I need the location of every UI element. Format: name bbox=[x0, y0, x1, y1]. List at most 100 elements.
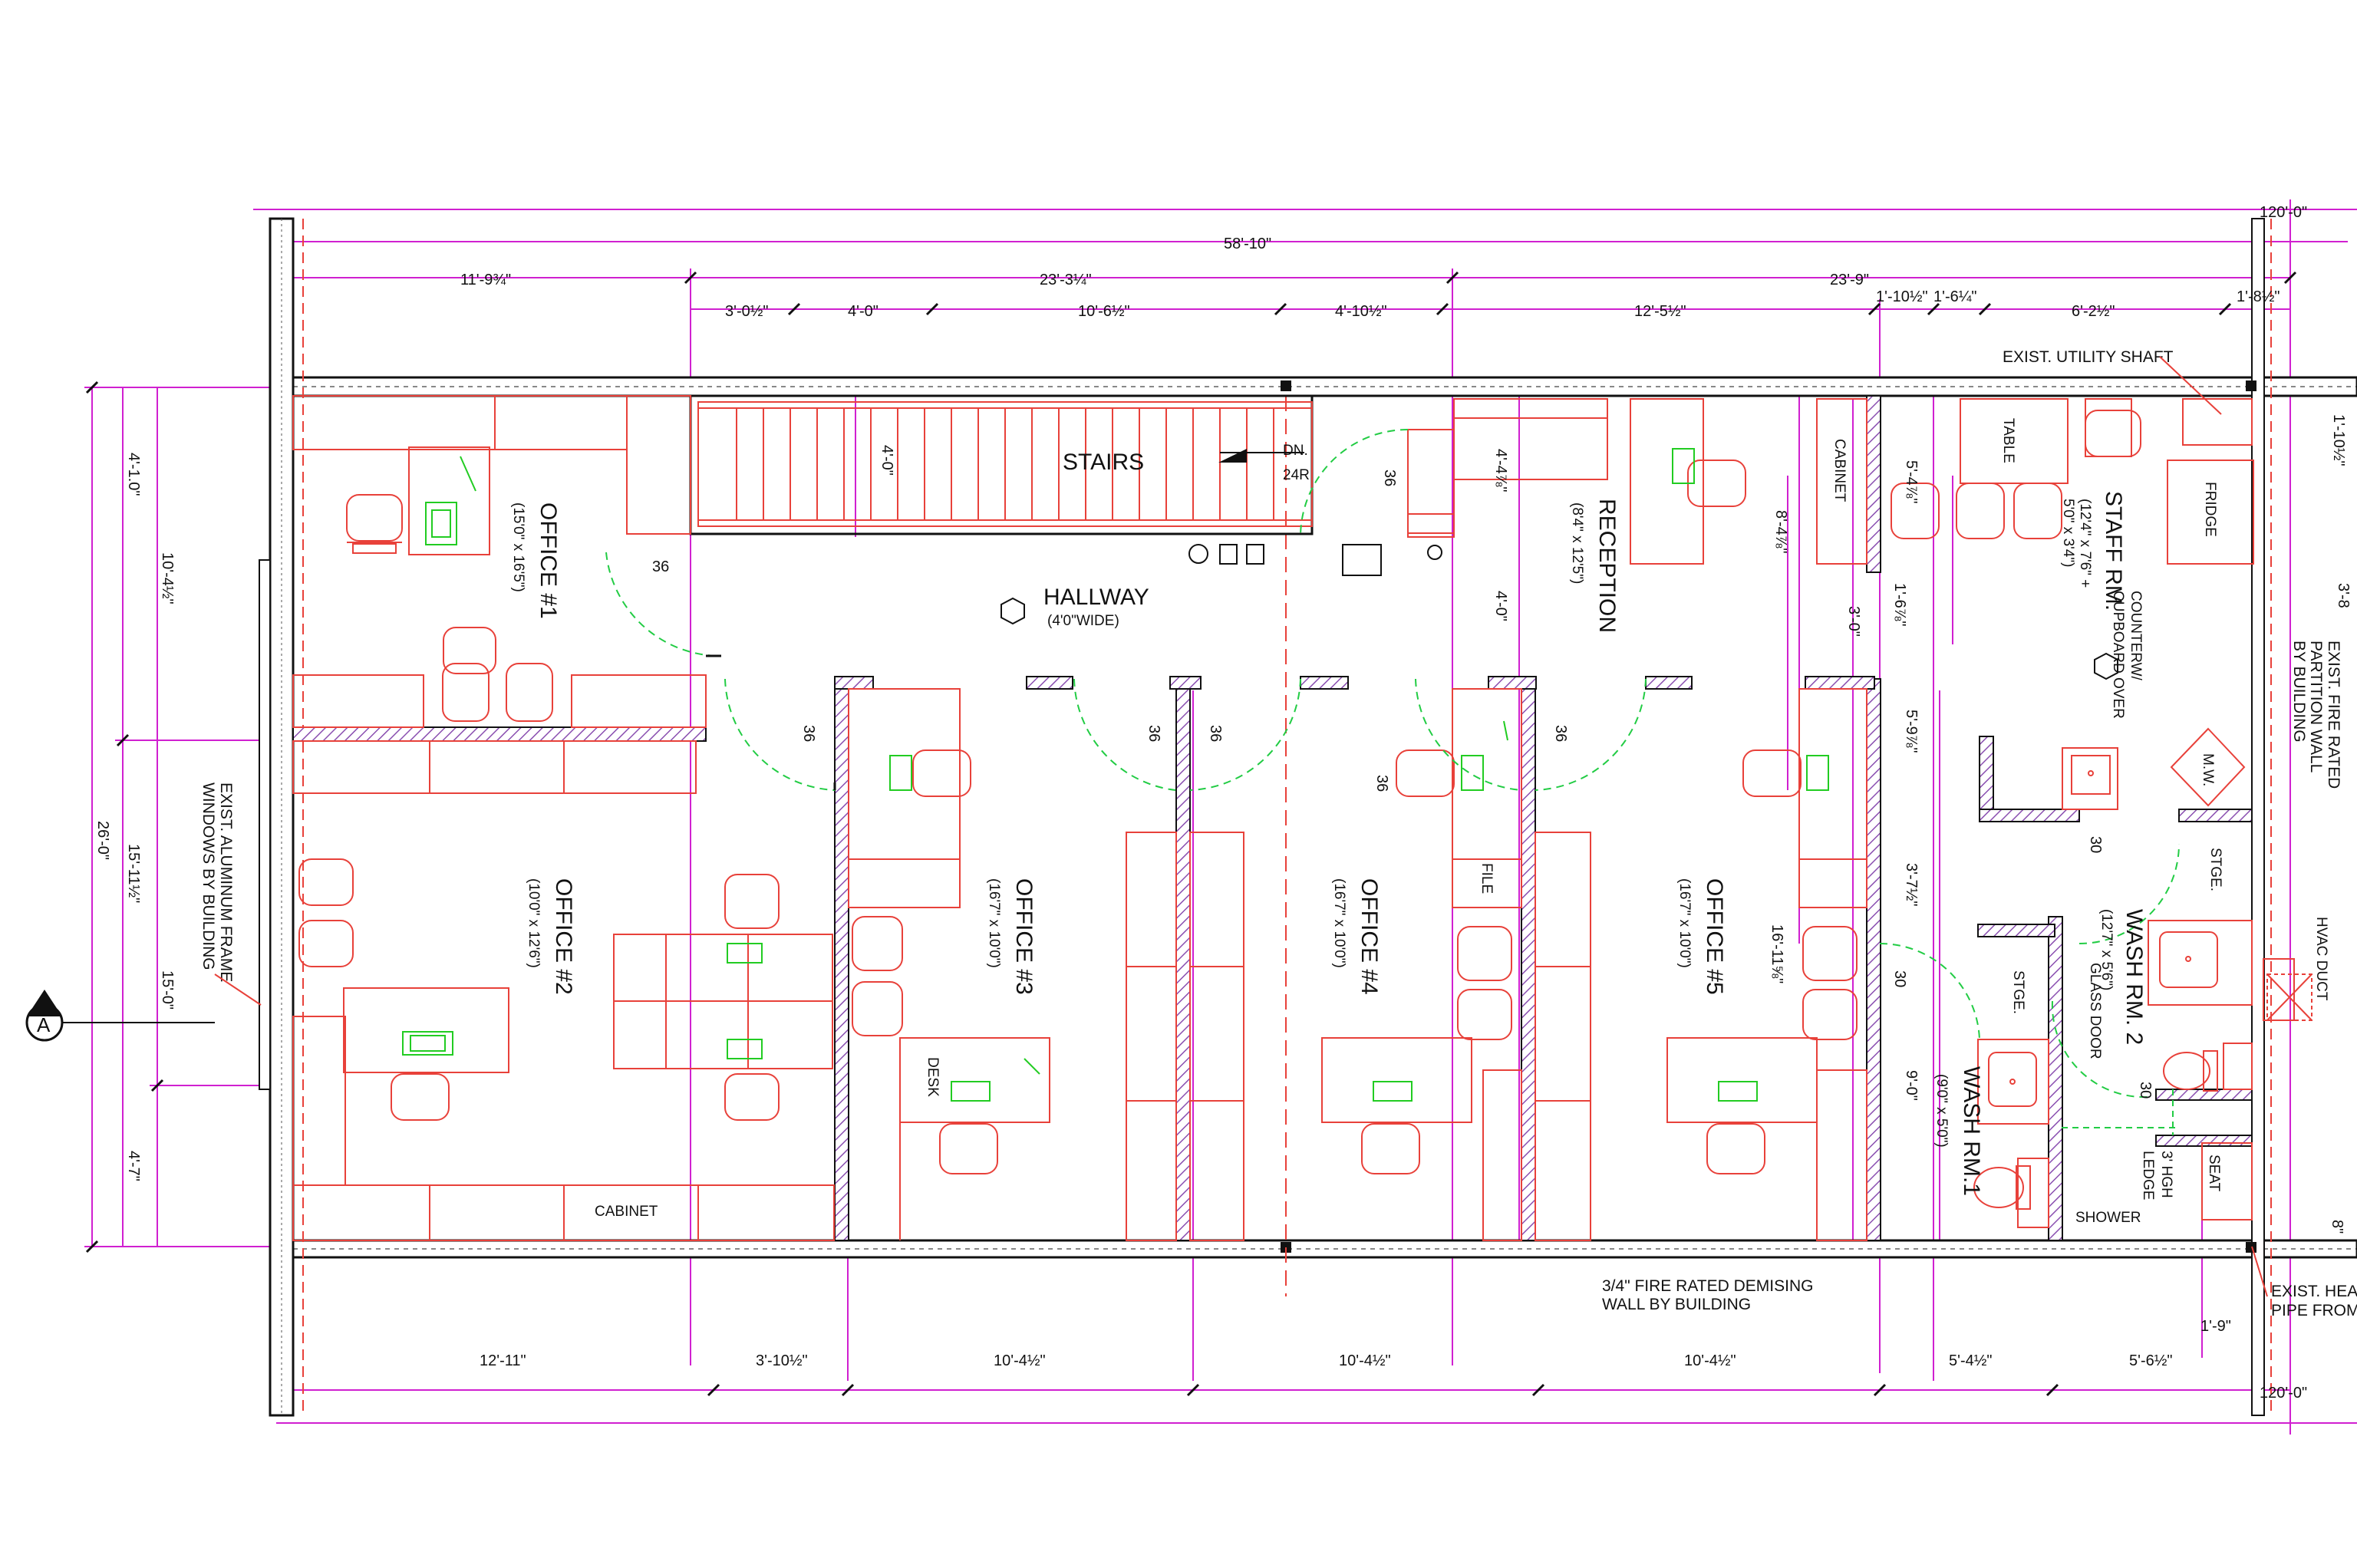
dim-int-0: 4'-0" bbox=[879, 445, 895, 476]
dim-bottom-0: 12'-11" bbox=[480, 1352, 526, 1369]
label-file: FILE bbox=[1478, 863, 1495, 894]
section-marker bbox=[25, 990, 215, 1042]
chair bbox=[346, 494, 403, 554]
dim-overall-right-bottom: 120'-0" bbox=[2260, 1385, 2307, 1402]
label-fridge: FRIDGE bbox=[2202, 482, 2218, 537]
hallway-symbols bbox=[1000, 544, 2118, 680]
dim-int-2: 4'-0" bbox=[1492, 591, 1509, 621]
label-desk: DESK bbox=[925, 1057, 941, 1097]
note-fire-wall-1: EXIST. FIRE RATED bbox=[2325, 641, 2342, 789]
dim-top2-8: 1'-8½" bbox=[2237, 288, 2280, 305]
dim-top2-1: 4'-0" bbox=[848, 303, 879, 320]
door-size-1: 36 bbox=[800, 725, 817, 742]
dim-total-width: 58'-10" bbox=[1224, 236, 1271, 252]
dim-int-5: 1'-6⅞" bbox=[1891, 583, 1908, 627]
dim-left-outer: 26'-0" bbox=[94, 821, 111, 860]
door-swings bbox=[605, 429, 2180, 1099]
dim-left-mid-2: 4'-7" bbox=[125, 1151, 142, 1181]
note-heat-1: EXIST. HEA bbox=[2271, 1283, 2357, 1300]
staff-size: (12'4" x 7'6" + bbox=[2077, 499, 2093, 588]
note-windows-1: EXIST. ALUMINUM FRAME bbox=[217, 782, 235, 982]
furniture bbox=[292, 395, 2295, 1241]
office3-name: OFFICE #3 bbox=[1011, 878, 1037, 995]
label-ledge-2: LEDGE bbox=[2140, 1151, 2156, 1200]
dim-top2-6: 1'-6¼" bbox=[1933, 288, 1977, 305]
office3-size: (16'7" x 10'0") bbox=[986, 878, 1002, 968]
dim-int-11: 1'-10½" bbox=[2330, 414, 2347, 466]
label-shower: SHOWER bbox=[2075, 1210, 2141, 1226]
dim-int-9: 16'-11⅝" bbox=[1769, 924, 1785, 983]
chair bbox=[443, 627, 496, 674]
dim-int-6: 3'-0" bbox=[1845, 606, 1862, 637]
staff-name: STAFF RM. bbox=[2101, 491, 2126, 611]
hallway-name: HALLWAY bbox=[1043, 585, 1149, 610]
furniture-labels: CABINET CABINET TABLE FRIDGE DESK FILE M… bbox=[37, 418, 2329, 1226]
office1-name: OFFICE #1 bbox=[536, 502, 561, 619]
wash2-name: WASH RM. 2 bbox=[2121, 909, 2147, 1045]
dim-bottom-small: 1'-9" bbox=[2200, 1318, 2231, 1335]
dim-bottom-1: 3'-10½" bbox=[756, 1352, 808, 1369]
dim-int-13: 8" bbox=[2329, 1220, 2345, 1234]
dim-left-mid-1: 15'-11½" bbox=[125, 844, 142, 903]
dim-top1-2: 23'-9" bbox=[1830, 272, 1869, 288]
reception-name: RECEPTION bbox=[1594, 499, 1620, 633]
dim-top2-2: 10'-6½" bbox=[1078, 303, 1130, 320]
office4-name: OFFICE #4 bbox=[1357, 878, 1382, 995]
dim-left-inner-1: 15'-0" bbox=[159, 970, 176, 1010]
dim-int-8: 3'-7½" bbox=[1903, 863, 1920, 907]
dim-int-4: 5'-4⅞" bbox=[1903, 460, 1920, 504]
chairs bbox=[298, 410, 2141, 1174]
dim-int-7: 5'-9⅞" bbox=[1903, 710, 1920, 753]
wash1-size: (9'0" x 5'0") bbox=[1933, 1074, 1950, 1148]
dim-bottom-3: 10'-4½" bbox=[1339, 1352, 1391, 1369]
note-demising-2: WALL BY BUILDING bbox=[1602, 1296, 1751, 1313]
door-leaves bbox=[706, 654, 836, 790]
staff-size-2: 5'0" x 3'4") bbox=[2060, 499, 2076, 567]
dim-top2-0: 3'-0½" bbox=[725, 303, 769, 320]
room-labels: OFFICE #1 (15'0" x 16'5") OFFICE #2 (10'… bbox=[510, 443, 2147, 1196]
note-fire-wall-2: PARTITION WALL bbox=[2307, 641, 2325, 772]
dimension-ticks bbox=[85, 235, 2297, 1397]
dim-top2-5: 1'-10½" bbox=[1876, 288, 1928, 305]
note-windows-2: WINDOWS BY BUILDING bbox=[199, 782, 217, 970]
dim-top1-0: 11'-9¾" bbox=[460, 272, 511, 288]
door-size-5: 36 bbox=[1381, 469, 1398, 486]
dim-int-3: 8'-4⅞" bbox=[1772, 510, 1789, 554]
dim-int-12: 3'-8 bbox=[2335, 583, 2352, 608]
dim-bottom-6: 5'-6½" bbox=[2129, 1352, 2173, 1369]
label-hvac: HVAC DUCT bbox=[2313, 917, 2329, 1001]
stairs-risers: 24R bbox=[1283, 467, 1310, 483]
office5-name: OFFICE #5 bbox=[1702, 878, 1727, 995]
computer-equipment bbox=[402, 448, 1829, 1102]
dim-top2-4: 12'-5½" bbox=[1634, 303, 1686, 320]
label-cabinet-reception: CABINET bbox=[1831, 439, 1848, 502]
door-size-9: 30 bbox=[2137, 1082, 2154, 1099]
label-counter-1: COUNTERW/ bbox=[2128, 591, 2144, 681]
door-size-3: 36 bbox=[1207, 725, 1224, 742]
office1-size: (15'0" x 16'5") bbox=[510, 502, 526, 592]
door-size-8: 30 bbox=[2087, 836, 2104, 853]
label-cabinet-bottom: CABINET bbox=[595, 1204, 658, 1220]
dim-bottom-4: 10'-4½" bbox=[1684, 1352, 1736, 1369]
dim-left-inner-0: 10'-4½" bbox=[159, 552, 176, 604]
door-size-4: 36 bbox=[1552, 725, 1569, 742]
door-size-0: 36 bbox=[652, 558, 669, 575]
microwave-symbol bbox=[2170, 727, 2246, 807]
note-heat-2: PIPE FROM bbox=[2271, 1302, 2357, 1319]
dim-top2-3: 4'-10½" bbox=[1335, 303, 1387, 320]
notes: EXIST. UTILITY SHAFT EXIST. FIRE RATED P… bbox=[199, 348, 2357, 1319]
stairs-arrow-icon bbox=[1218, 449, 1247, 463]
label-stge-2: STGE. bbox=[2010, 970, 2026, 1014]
label-mw: M.W. bbox=[2200, 753, 2216, 786]
label-ledge-1: 3' HGH bbox=[2158, 1151, 2174, 1198]
office2-size: (10'0" x 12'6") bbox=[526, 878, 542, 968]
partition-walls bbox=[292, 395, 2253, 1241]
dim-top1-1: 23'-3¼" bbox=[1040, 272, 1092, 288]
dim-bottom-5: 5'-4½" bbox=[1949, 1352, 1993, 1369]
dim-overall-right-top: 120'-0" bbox=[2260, 204, 2307, 221]
label-seat: SEAT bbox=[2206, 1155, 2222, 1192]
door-size-2: 36 bbox=[1146, 725, 1162, 742]
reception-size: (8'4" x 12'5") bbox=[1569, 502, 1585, 584]
note-demising-1: 3/4" FIRE RATED DEMISING bbox=[1602, 1277, 1813, 1295]
